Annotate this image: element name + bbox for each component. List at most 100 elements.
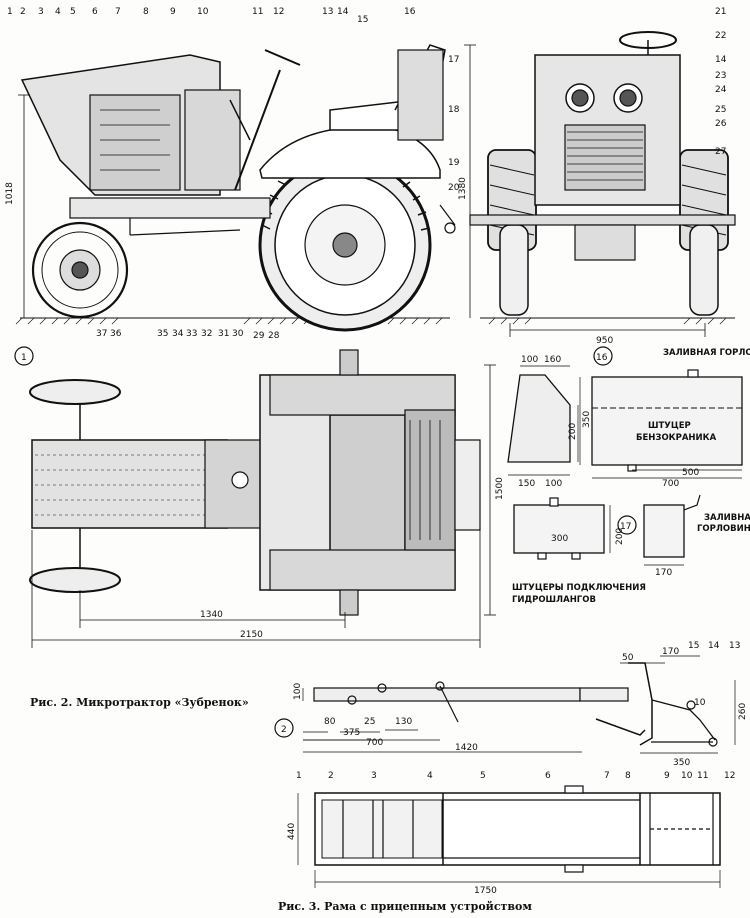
dim-260-frame: 260 xyxy=(738,703,748,720)
dim-130-frame: 130 xyxy=(395,717,412,727)
callout-4: 4 xyxy=(55,7,61,17)
hydraulic-fittings-label-1: ШТУЦЕРЫ ПОДКЛЮЧЕНИЯ xyxy=(512,583,646,593)
dim-50-frame: 50 xyxy=(622,653,634,663)
callout-23: 23 xyxy=(715,71,726,81)
callout-15: 15 xyxy=(357,15,368,25)
dim-300-tank: 300 xyxy=(551,534,568,544)
fuel-tap-label-1: ШТУЦЕР xyxy=(648,421,691,431)
callout-24: 24 xyxy=(715,85,727,95)
callout-6: 6 xyxy=(92,7,98,17)
callout-32: 32 xyxy=(201,329,212,339)
dim-160-tank: 160 xyxy=(544,355,561,365)
frame-callout-4: 4 xyxy=(427,771,433,781)
callout-21: 21 xyxy=(715,7,726,17)
callout-19: 19 xyxy=(448,158,460,168)
view-mark-16: 16 xyxy=(596,353,608,363)
dim-1500: 1500 xyxy=(495,477,505,500)
figure3-caption: Рис. 3. Рама с прицепным устройством xyxy=(278,900,532,913)
callout-11: 11 xyxy=(252,7,263,17)
view-mark-2: 2 xyxy=(281,725,287,735)
callout-1: 1 xyxy=(7,7,13,17)
tank-details xyxy=(507,346,743,566)
dim-350-tank: 350 xyxy=(582,411,592,428)
dim-700-frame: 700 xyxy=(366,738,383,748)
figure2-caption: Рис. 2. Микротрактор «Зубренок» xyxy=(30,696,249,709)
frame-callout-10-side: 10 xyxy=(694,698,706,708)
dim-700-tank: 700 xyxy=(662,479,679,489)
filler-neck-label-b-1: ЗАЛИВНАЯ xyxy=(704,513,750,523)
frame-callout-12: 12 xyxy=(724,771,735,781)
dim-500-tank: 500 xyxy=(682,468,699,478)
callout-35: 35 xyxy=(157,329,168,339)
callout-13: 13 xyxy=(322,7,333,17)
callout-16: 16 xyxy=(404,7,416,17)
dim-350-frame: 350 xyxy=(673,758,690,768)
dim-1340: 1340 xyxy=(200,610,223,620)
dim-375-frame: 375 xyxy=(343,728,360,738)
callout-17: 17 xyxy=(448,55,459,65)
dim-200-hyd: 200 xyxy=(615,528,625,545)
dim-1420-frame: 1420 xyxy=(455,743,478,753)
view-mark-1: 1 xyxy=(21,353,27,363)
frame-callout-5: 5 xyxy=(480,771,486,781)
callout-22: 22 xyxy=(715,31,726,41)
dim-950: 950 xyxy=(596,336,613,346)
frame-callout-14: 14 xyxy=(708,641,720,651)
frame-callout-3: 3 xyxy=(371,771,377,781)
frame-callout-2: 2 xyxy=(328,771,334,781)
dim-1380: 1380 xyxy=(458,177,468,200)
dim-100-frame: 100 xyxy=(293,683,303,700)
callout-9: 9 xyxy=(170,7,176,17)
dim-440-frame: 440 xyxy=(287,823,297,840)
callout-8: 8 xyxy=(143,7,149,17)
callout-10: 10 xyxy=(197,7,209,17)
callout-36: 36 xyxy=(110,329,122,339)
hydraulic-fittings-label-2: ГИДРОШЛАНГОВ xyxy=(512,595,596,605)
dim-80-frame: 80 xyxy=(324,717,336,727)
callout-14-front: 14 xyxy=(715,55,727,65)
dim-1018: 1018 xyxy=(5,182,15,205)
callout-34: 34 xyxy=(172,329,184,339)
dim-170-frame: 170 xyxy=(662,647,679,657)
callout-30: 30 xyxy=(232,329,244,339)
callout-31: 31 xyxy=(218,329,229,339)
callout-37: 37 xyxy=(96,329,107,339)
front-view xyxy=(464,31,736,337)
dim-1750-frame: 1750 xyxy=(474,886,497,896)
fuel-tap-label-2: БЕНЗОКРАНИКА xyxy=(636,433,717,443)
frame-callout-9: 9 xyxy=(664,771,670,781)
dim-25-frame: 25 xyxy=(364,717,375,727)
frame-callout-6: 6 xyxy=(545,771,551,781)
frame-callout-10: 10 xyxy=(681,771,693,781)
callout-33: 33 xyxy=(186,329,197,339)
callout-18: 18 xyxy=(448,105,460,115)
callout-29: 29 xyxy=(253,331,265,341)
frame-callout-1: 1 xyxy=(296,771,302,781)
callout-12: 12 xyxy=(273,7,284,17)
dim-100-tank-base: 100 xyxy=(545,479,562,489)
dim-170-tank: 170 xyxy=(655,568,672,578)
frame-callout-7: 7 xyxy=(604,771,610,781)
frame-callout-15: 15 xyxy=(688,641,699,651)
callout-5: 5 xyxy=(70,7,76,17)
view-mark-17: 17 xyxy=(620,522,631,532)
frame-callout-8: 8 xyxy=(625,771,631,781)
frame-callout-11: 11 xyxy=(697,771,708,781)
dim-2150: 2150 xyxy=(240,630,263,640)
callout-20: 20 xyxy=(448,183,460,193)
frame-plan-view xyxy=(297,785,721,888)
callout-7: 7 xyxy=(115,7,121,17)
callout-14: 14 xyxy=(337,7,349,17)
filler-neck-label: ЗАЛИВНАЯ ГОРЛОВИНА xyxy=(663,348,750,358)
filler-neck-label-b-2: ГОРЛОВИНА xyxy=(697,524,750,534)
callout-28: 28 xyxy=(268,331,280,341)
frame-side-view xyxy=(274,655,736,754)
dim-200-tank: 200 xyxy=(568,423,578,440)
dim-150-tank: 150 xyxy=(518,479,535,489)
callout-26: 26 xyxy=(715,119,727,129)
frame-callout-13: 13 xyxy=(729,641,740,651)
callout-27: 27 xyxy=(715,147,726,157)
callout-2: 2 xyxy=(20,7,26,17)
